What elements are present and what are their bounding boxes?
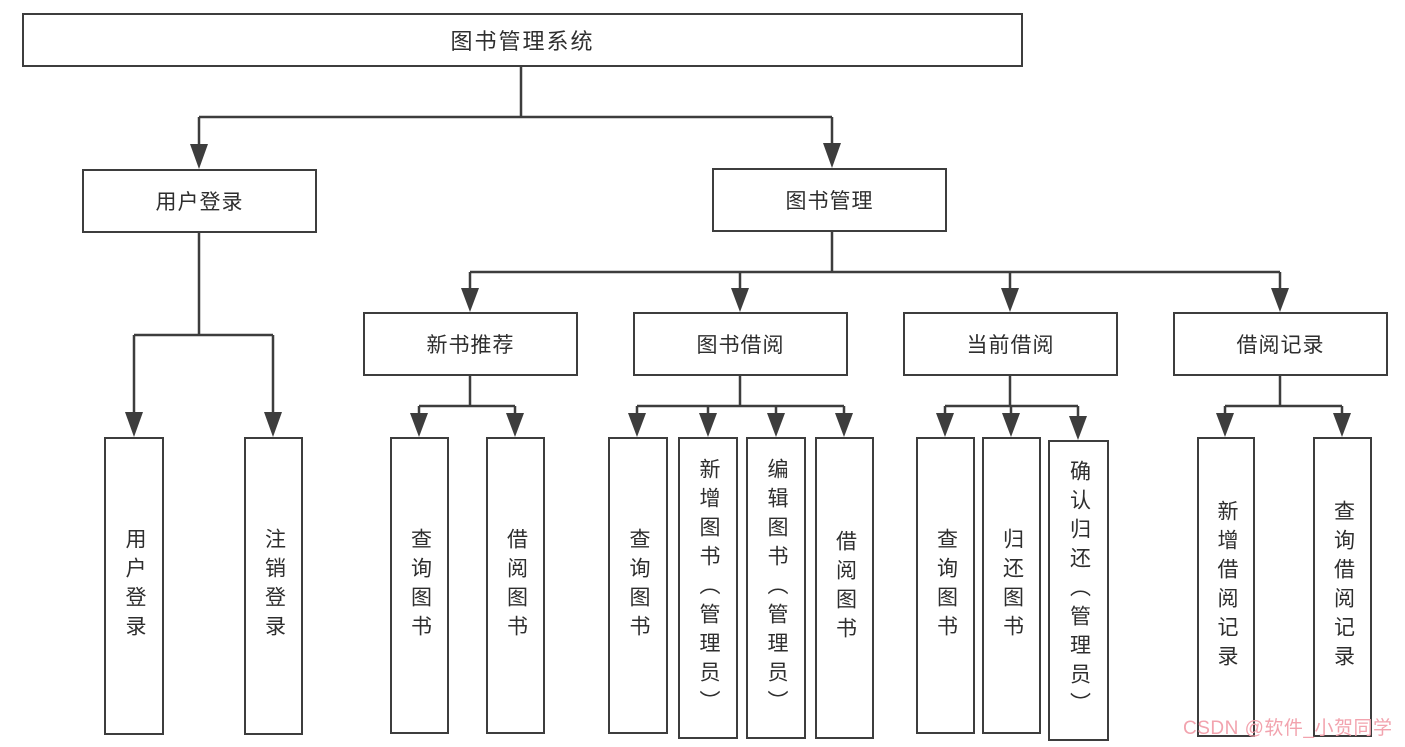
- arrow-down-icon: [1001, 288, 1019, 312]
- leaf-add-borrow-record: 新增借阅记录: [1197, 437, 1255, 737]
- node-label: 图书管理系统: [450, 29, 595, 54]
- node-new-book-recommend: 新书推荐: [363, 312, 578, 376]
- leaf-query-books-3: 查询图书: [916, 437, 975, 734]
- node-current-borrowing: 当前借阅: [903, 312, 1118, 376]
- node-borrowing-records: 借阅记录: [1173, 312, 1388, 376]
- leaf-query-borrow-record: 查询借阅记录: [1313, 437, 1372, 737]
- edges-new-book-children: [417, 376, 517, 415]
- arrow-down-icon: [1069, 416, 1087, 440]
- leaf-return-books: 归还图书: [982, 437, 1041, 734]
- leaf-edit-books-admin: 编辑图书（管理员）: [746, 437, 806, 739]
- edges-current-borrow-children: [943, 376, 1080, 418]
- arrow-down-icon: [264, 412, 282, 437]
- leaf-label: 查询图书: [627, 527, 650, 644]
- arrow-down-icon: [835, 413, 853, 437]
- arrow-down-icon: [628, 413, 646, 437]
- arrow-down-icon: [1002, 413, 1020, 437]
- node-label: 图书管理: [785, 190, 874, 213]
- arrow-down-icon: [936, 413, 954, 437]
- arrow-down-icon: [461, 288, 479, 312]
- arrow-down-icon: [410, 413, 428, 437]
- leaf-borrow-books-2: 借阅图书: [815, 437, 874, 739]
- node-root-system: 图书管理系统: [22, 13, 1023, 67]
- node-label: 当前借阅: [966, 334, 1055, 357]
- leaf-query-books-1: 查询图书: [390, 437, 449, 734]
- leaf-label: 借阅图书: [504, 527, 528, 644]
- node-label: 图书借阅: [696, 334, 785, 357]
- leaf-label: 新增图书（管理员）: [697, 457, 720, 719]
- arrow-down-icon: [125, 412, 143, 437]
- arrow-down-icon: [190, 144, 208, 169]
- arrow-down-icon: [1271, 288, 1289, 312]
- node-label: 借阅记录: [1236, 334, 1325, 357]
- arrowheads: [125, 143, 1351, 440]
- edges-borrow-records-children: [1223, 376, 1344, 415]
- leaf-label: 新增借阅记录: [1215, 500, 1238, 674]
- leaf-label: 查询图书: [408, 527, 432, 644]
- arrow-down-icon: [699, 413, 717, 437]
- leaf-label: 编辑图书（管理员）: [765, 457, 788, 719]
- connector-lines: [132, 66, 1344, 418]
- leaf-label: 归还图书: [1000, 527, 1024, 644]
- edges-book-borrow-children: [635, 376, 846, 415]
- watermark-text: CSDN @软件_小贺同学: [1183, 718, 1393, 739]
- leaf-label: 借阅图书: [833, 530, 857, 646]
- arrow-down-icon: [1216, 413, 1234, 437]
- arrow-down-icon: [506, 413, 524, 437]
- arrow-down-icon: [823, 143, 841, 168]
- leaf-borrow-books-1: 借阅图书: [486, 437, 545, 734]
- node-book-management: 图书管理: [712, 168, 947, 232]
- leaf-label: 查询借阅记录: [1331, 500, 1355, 674]
- arrow-down-icon: [1333, 413, 1351, 437]
- leaf-add-books-admin: 新增图书（管理员）: [678, 437, 738, 739]
- leaf-label: 查询图书: [934, 527, 958, 644]
- leaf-label: 注销登录: [262, 528, 286, 644]
- node-user-login: 用户登录: [82, 169, 317, 233]
- leaf-label: 确认归还（管理员）: [1067, 460, 1091, 721]
- arrow-down-icon: [731, 288, 749, 312]
- node-label: 用户登录: [155, 191, 244, 214]
- leaf-user-login: 用户登录: [104, 437, 164, 735]
- arrow-down-icon: [767, 413, 785, 437]
- leaf-confirm-return-admin: 确认归还（管理员）: [1048, 440, 1109, 741]
- leaf-query-books-2: 查询图书: [608, 437, 668, 734]
- leaf-label: 用户登录: [123, 528, 146, 644]
- node-book-borrowing: 图书借阅: [633, 312, 848, 376]
- node-label: 新书推荐: [426, 334, 515, 357]
- leaf-logout: 注销登录: [244, 437, 303, 735]
